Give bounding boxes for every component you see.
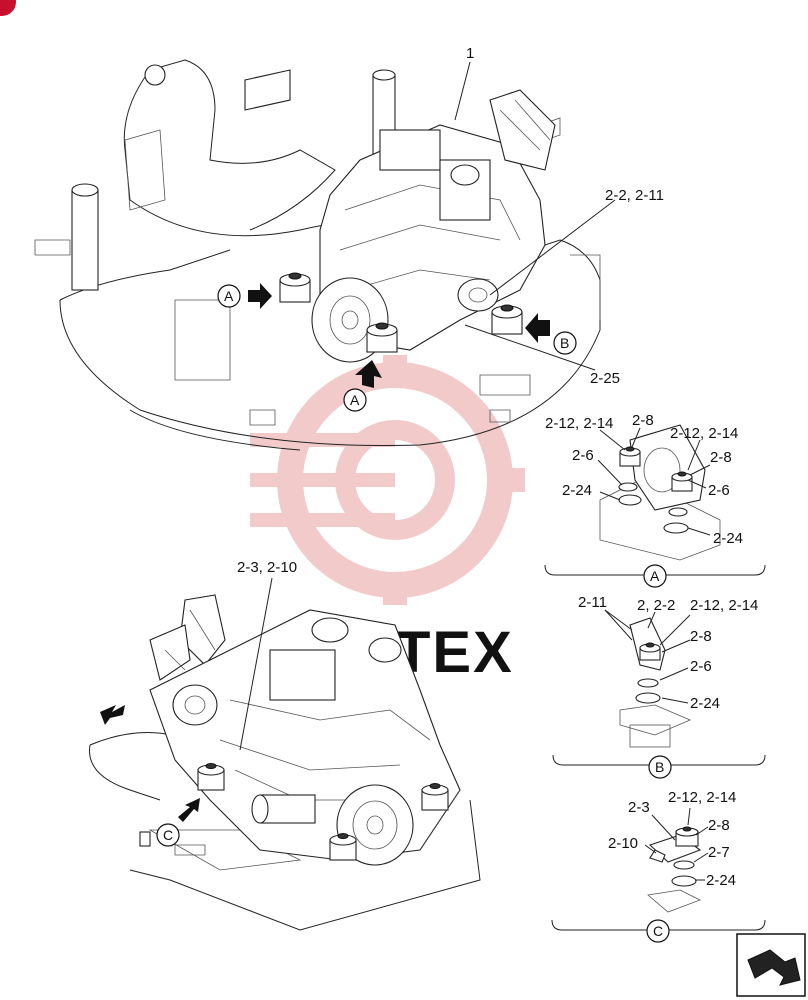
return-navigation-button[interactable] [736,933,806,997]
view-marker-c-left: C [156,823,180,847]
mount-right [491,304,523,335]
detail-b-label-2-12-2-14: 2-12, 2-14 [690,597,758,614]
detail-c-label-2-3: 2-3 [628,799,650,816]
detail-a-label-2-12-2-14-left: 2-12, 2-14 [545,415,613,432]
detail-c-label-2-10: 2-10 [608,835,638,852]
view-marker-a-left: A [217,284,241,308]
detail-a-label-2-8-left: 2-8 [632,412,654,429]
svg-text:A: A [350,392,360,408]
view-arrow-a-left [248,283,272,309]
detail-a-caption: A [643,564,667,588]
detail-a-label-2-24-left: 2-24 [562,482,592,499]
detail-c-label-2-8: 2-8 [708,817,730,834]
return-arrow-icon [747,949,801,986]
watermark-logo [250,355,525,605]
svg-text:C: C [163,827,173,843]
view-arrow-a-bottom [355,360,382,388]
detail-a-mount-left [618,446,642,506]
lower-mount-front [329,833,357,861]
view-arrow-b-right [525,313,550,343]
callout-2-25: 2-25 [590,370,620,387]
detail-a-label-2-8-right: 2-8 [710,449,732,466]
detail-b-label-2-8: 2-8 [690,628,712,645]
lower-mount-left [197,763,225,791]
detail-b-label-2-24: 2-24 [690,695,720,712]
detail-b-label-2-6: 2-6 [690,658,712,675]
svg-text:A: A [224,288,234,304]
mount-center [366,322,398,353]
view-marker-a-bottom: A [343,388,367,412]
view-marker-b-right: B [553,331,577,355]
detail-a-label-2-24-right: 2-24 [713,530,743,547]
lower-engine-illustration [89,577,481,931]
lower-mount-right [421,783,449,811]
detail-a-label-2-6-left: 2-6 [572,447,594,464]
detail-c-label-2-24: 2-24 [706,872,736,889]
detail-c-caption: C [646,919,670,943]
corner-badge [0,0,16,16]
detail-a-mount-right [663,471,693,534]
callout-2-3-2-10: 2-3, 2-10 [237,559,297,576]
lower-direction-arrow [100,705,125,725]
upper-frame-illustration [34,59,616,451]
detail-c-label-2-7: 2-7 [708,844,730,861]
mount-upper-left [279,272,311,303]
detail-b-label-2-2-2: 2, 2-2 [637,597,675,614]
detail-a-label-2-12-2-14-right: 2-12, 2-14 [670,425,738,442]
detail-b-caption: B [648,755,672,779]
detail-b-label-2-11: 2-11 [578,594,607,611]
svg-text:A: A [650,568,660,584]
detail-b-illustration [552,609,766,776]
callout-2-2-2-11: 2-2, 2-11 [605,187,664,204]
callout-1: 1 [466,45,474,62]
detail-c-label-2-12-2-14: 2-12, 2-14 [668,789,736,806]
view-arrow-c [178,798,200,822]
svg-text:B: B [655,759,664,775]
svg-text:B: B [560,335,569,351]
detail-a-illustration [544,424,766,586]
detail-a-label-2-6-right: 2-6 [708,482,730,499]
svg-text:C: C [653,923,663,939]
